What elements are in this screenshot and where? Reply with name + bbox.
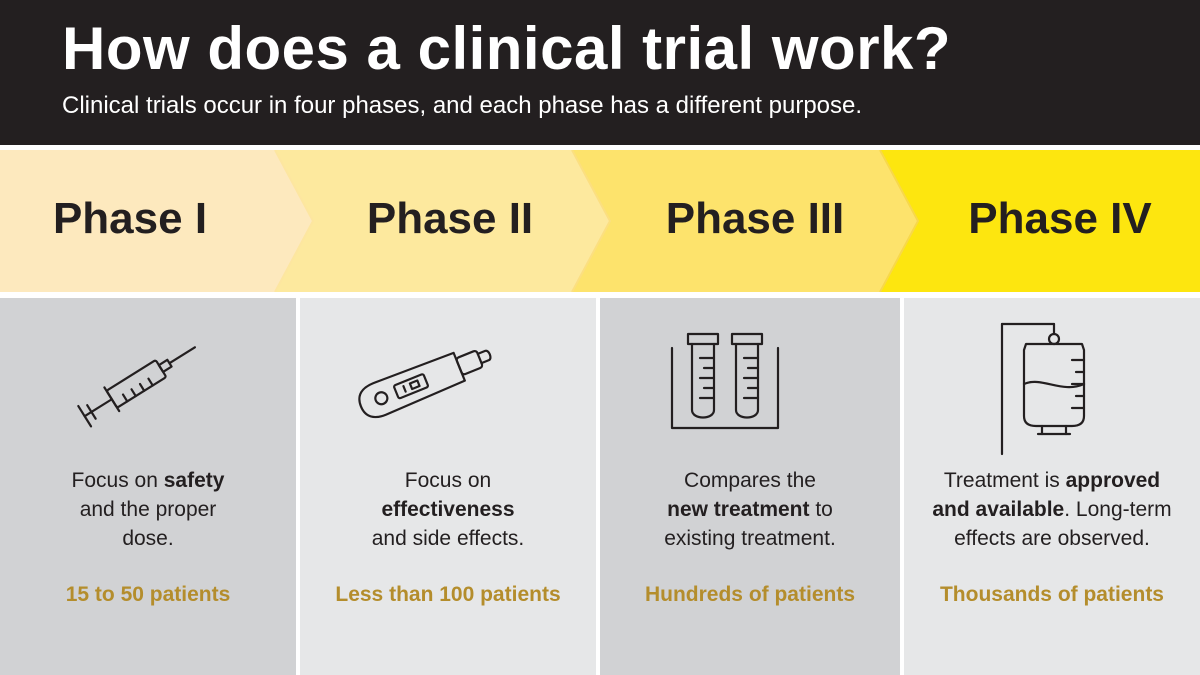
phase-1-patient-count: 15 to 50 patients (65, 583, 231, 606)
phase-2-label: Phase II (366, 194, 534, 243)
phase-band: Phase I Phase II Phase III Phase IV (0, 150, 1200, 292)
phase-2-patient-count: Less than 100 patients (335, 583, 561, 606)
phase-4-chevron (880, 150, 1200, 292)
phase-1-label: Phase I (52, 194, 208, 243)
test-tubes-icon (670, 332, 780, 430)
iv-bag-icon (1000, 322, 1086, 456)
phase-2-chevron (275, 150, 610, 292)
phase-3-patient-count: Hundreds of patients (644, 583, 855, 606)
phase-4-label: Phase IV (968, 194, 1152, 243)
syringe-icon (77, 346, 197, 428)
thermometer-icon (358, 349, 492, 419)
phase-3-chevron (572, 150, 918, 292)
page-title: How does a clinical trial work? (62, 15, 952, 82)
phase-4-patient-count: Thousands of patients (939, 583, 1164, 606)
phase-3-label: Phase III (665, 194, 845, 243)
page-subtitle: Clinical trials occur in four phases, an… (62, 92, 863, 119)
header-banner: How does a clinical trial work? Clinical… (0, 0, 1200, 145)
phase-chevrons (0, 150, 1200, 292)
